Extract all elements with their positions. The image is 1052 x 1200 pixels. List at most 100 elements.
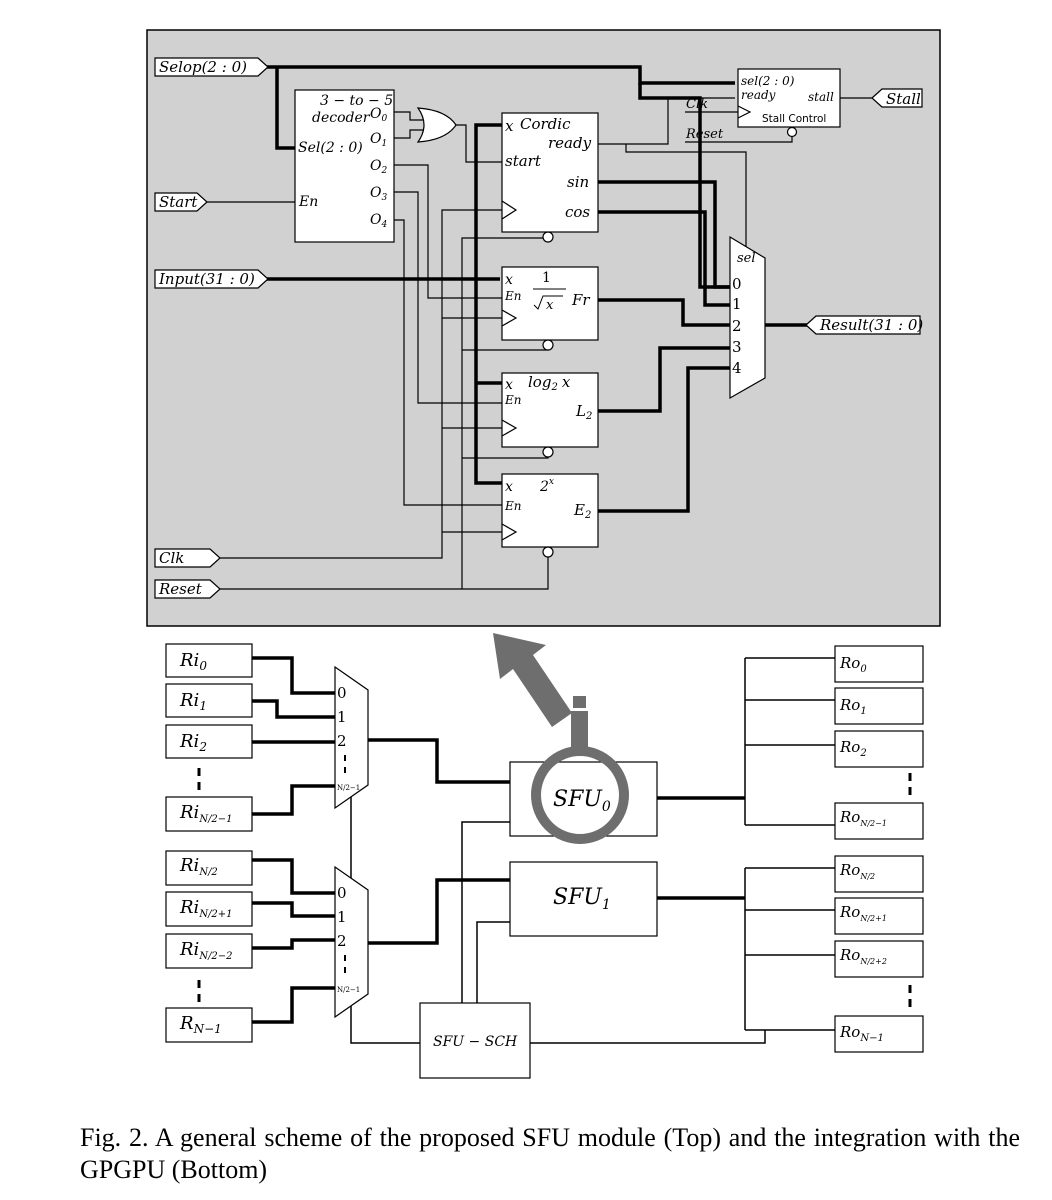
or-gate <box>416 107 457 143</box>
rsqrt-en: En <box>504 289 522 303</box>
ri-boxes <box>165 643 253 1043</box>
decoder-en: En <box>298 194 318 210</box>
decoder-title-2: decoder <box>312 110 371 126</box>
stall-control-sel: sel(2 : 0) <box>741 74 795 88</box>
sfu0-label: SFU0 <box>553 787 611 815</box>
ri-label-0: Ri0 <box>179 650 207 673</box>
input-mux-top-in1: 1 <box>337 708 347 726</box>
decoder-o2: O2 <box>370 158 387 176</box>
sfu-sch-label: SFU − SCH <box>433 1034 518 1050</box>
decoder-o3: O3 <box>370 185 387 203</box>
port-start: Start <box>159 193 198 211</box>
top-ports <box>154 57 923 599</box>
zoom-arrow-icon <box>493 633 572 727</box>
ro-boxes <box>834 645 924 1053</box>
input-mux-bottom-in2: 2 <box>337 932 347 950</box>
log-block <box>501 372 599 448</box>
input-mux-top-in2: 2 <box>337 732 347 750</box>
cordic-title: Cordic <box>520 115 571 133</box>
exp-block <box>501 473 599 548</box>
ri-label-4: RiN/2 <box>179 855 218 878</box>
log-out: L2 <box>575 402 592 422</box>
output-mux-in0: 0 <box>732 275 742 293</box>
input-mux-bottom-inN: N/2−1 <box>337 986 360 994</box>
rsqrt-block <box>501 266 599 341</box>
exp-reset-bubble <box>542 546 554 558</box>
cordic-sin: sin <box>567 173 589 191</box>
decoder-o4: O4 <box>370 212 387 230</box>
exp-x: x <box>505 479 513 495</box>
cordic-reset-bubble <box>542 231 554 243</box>
output-mux-in2: 2 <box>732 317 742 335</box>
input-mux-bottom-in1: 1 <box>337 908 347 926</box>
ro-label-3: RoN/2−1 <box>839 808 887 828</box>
stall-control-name: Stall Control <box>762 113 826 125</box>
ro-label-0: Ro0 <box>839 654 867 675</box>
ro-label-6: RoN/2+2 <box>839 946 887 966</box>
sfu-diagram: Selop(2 : 0) Start Input(31 : 0) Clk Res… <box>146 29 941 1079</box>
cordic-ready: ready <box>548 134 592 152</box>
decoder-sel: Sel(2 : 0) <box>298 140 363 156</box>
input-mux-top-inN: N/2−1 <box>337 784 360 792</box>
bottom-thin-wires <box>350 657 835 1044</box>
input-mux-bottom <box>334 865 369 1019</box>
input-mux-top <box>334 665 369 810</box>
cordic-cos: cos <box>565 203 590 221</box>
decoder-title-1: 3 − to − 5 <box>320 93 393 109</box>
rsqrt-clk-marker <box>501 309 518 327</box>
output-mux-in3: 3 <box>732 338 742 356</box>
ro-label-5: RoN/2+1 <box>839 903 887 923</box>
ri-label-5: RiN/2+1 <box>179 897 233 920</box>
port-clk: Clk <box>159 549 184 567</box>
sfu-sch-block <box>419 1002 531 1079</box>
log-en: En <box>504 393 522 407</box>
ri-label-6: RiN/2−2 <box>179 939 233 962</box>
exp-clk-marker <box>501 523 518 541</box>
stall-control-reset-bubble <box>786 126 798 138</box>
decoder-o1: O1 <box>370 131 387 149</box>
sfu1-label: SFU1 <box>553 885 611 913</box>
exp-out: E2 <box>573 501 591 521</box>
input-mux-bottom-in0: 0 <box>337 884 347 902</box>
stall-control-ready: ready <box>741 88 776 102</box>
stall-control-block <box>737 68 841 128</box>
output-mux-in4: 4 <box>732 359 742 377</box>
cordic-start: start <box>505 152 542 170</box>
port-result: Result(31 : 0) <box>819 316 923 334</box>
decoder-block <box>294 89 395 243</box>
ro-label-2: Ro2 <box>839 738 867 759</box>
port-reset: Reset <box>158 580 203 598</box>
output-mux-in1: 1 <box>732 295 742 313</box>
rsqrt-one: 1 <box>542 270 551 286</box>
rsqrt-radical <box>533 295 563 310</box>
port-stall: Stall <box>886 90 921 108</box>
exp-func: 2x <box>539 477 554 495</box>
port-selop: Selop(2 : 0) <box>159 58 247 76</box>
cordic-block <box>501 112 599 233</box>
log-x: x <box>505 377 513 393</box>
ri-label-2: Ri2 <box>179 731 207 754</box>
ri-label-1: Ri1 <box>179 690 207 713</box>
stall-control-clk-label: Clk <box>686 97 708 112</box>
magnifier-icon <box>531 696 629 844</box>
rsqrt-out: Fr <box>571 291 590 309</box>
cordic-x: x <box>505 117 514 135</box>
output-mux-sel: sel <box>737 251 756 266</box>
output-mux <box>729 235 766 400</box>
input-mux-top-in0: 0 <box>337 684 347 702</box>
rsqrt-reset-bubble <box>542 339 554 351</box>
ri-label-3: RiN/2−1 <box>179 802 233 825</box>
figure-caption: Fig. 2. A general scheme of the proposed… <box>80 1123 1020 1184</box>
bottom-thick-wires <box>252 656 745 1024</box>
stall-control-clk-marker <box>737 105 752 119</box>
thick-wires <box>266 65 808 513</box>
ri-label-7: RN−1 <box>179 1013 222 1036</box>
rsqrt-radicand: x <box>546 298 554 313</box>
port-input: Input(31 : 0) <box>158 270 255 288</box>
sfu1-block <box>509 861 658 937</box>
cordic-clk-marker <box>501 200 518 220</box>
ro-label-1: Ro1 <box>839 696 867 717</box>
decoder-o0: O0 <box>370 106 387 124</box>
exp-en: En <box>504 499 522 513</box>
